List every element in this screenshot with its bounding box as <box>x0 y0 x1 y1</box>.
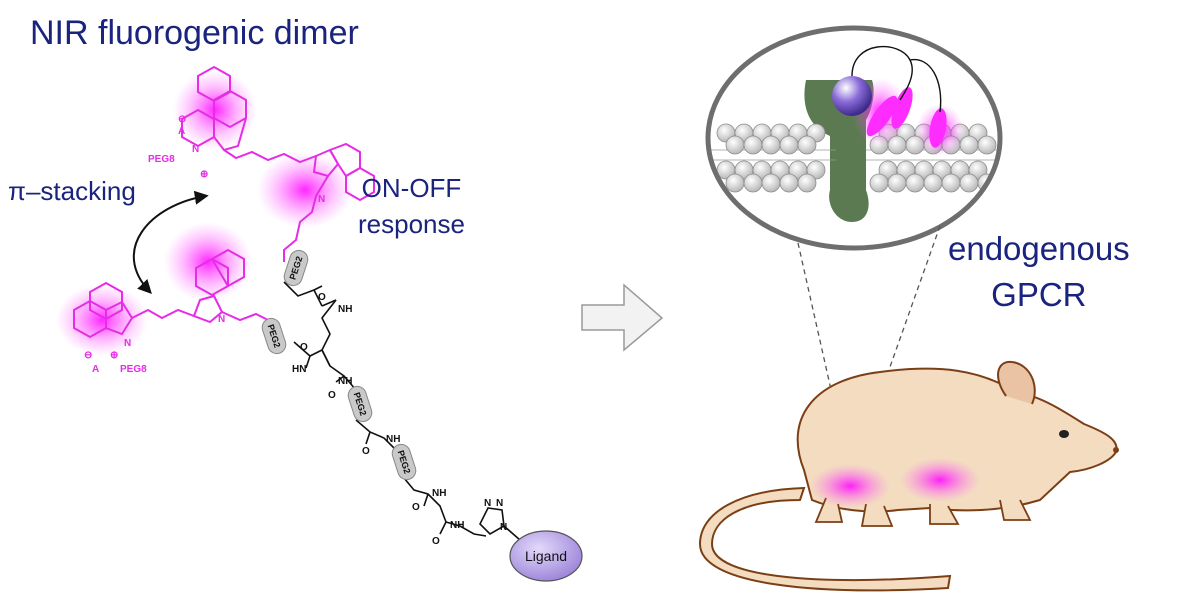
mouse-ear <box>997 360 1036 405</box>
top-dye: A ⊖ PEG8 ⊕ N N <box>148 65 375 262</box>
bottom-n2-label: N <box>218 314 225 325</box>
triazole-ring: N N N <box>479 498 521 541</box>
mouse <box>698 360 1119 592</box>
amide-nh-1: NH <box>338 304 352 315</box>
top-n-label: N <box>192 144 199 155</box>
amide-o-1: O <box>318 292 326 303</box>
mouse-signal-2 <box>900 458 980 502</box>
target-label-line-1: endogenous <box>948 230 1130 267</box>
zoom-dye-2 <box>891 87 913 129</box>
top-minus-sign: ⊖ <box>178 114 186 125</box>
top-n2-label: N <box>318 194 325 205</box>
diagram-title: NIR fluorogenic dimer <box>30 14 359 52</box>
mouse-foot-3 <box>929 504 960 525</box>
bottom-n-label: N <box>124 338 131 349</box>
amide-o-4: O <box>362 446 370 457</box>
zoom-dye-1 <box>866 95 898 137</box>
mouse-foot-4 <box>999 499 1032 521</box>
ligand: Ligand <box>509 530 583 582</box>
bottom-minus-sign: ⊖ <box>84 350 92 361</box>
bottom-counterion-label: A <box>92 364 99 375</box>
response-label-line-2: response <box>358 209 465 239</box>
top-counterion-label: A <box>178 126 185 137</box>
bottom-peg8-label: PEG8 <box>120 364 147 375</box>
magnifier-circle-icon <box>705 25 1003 251</box>
peg2-linker-1: PEG2 <box>283 249 309 287</box>
mouse-tail <box>698 486 952 592</box>
triazole-n-label-2: N <box>496 498 503 509</box>
top-dye-glow-right <box>257 152 353 228</box>
amide-nh-2: NH <box>338 376 352 387</box>
bottom-dye-glow-left <box>56 284 148 356</box>
target-label: endogenous GPCR <box>948 226 1130 318</box>
mouse-eye <box>1059 430 1069 438</box>
peg2-linker-4: PEG2 <box>391 443 417 481</box>
response-label-line-1: ON-OFF <box>361 173 462 203</box>
amide-o-6: O <box>432 536 440 547</box>
stacking-label: π–stacking <box>8 176 136 206</box>
double-headed-curved-arrow-icon <box>132 190 209 295</box>
amide-hn-1: HN <box>292 364 306 375</box>
amide-o-5: O <box>412 502 420 513</box>
bottom-plus-sign: ⊕ <box>110 350 118 361</box>
zoom-dye-3 <box>929 108 947 148</box>
linker-scaffold <box>283 281 487 537</box>
amide-nh-5: NH <box>450 520 464 531</box>
right-block-arrow-icon <box>581 283 664 352</box>
triazole-n-label-1: N <box>484 498 491 509</box>
bottom-dye: ⊖ A ⊕ N PEG8 N <box>56 222 273 375</box>
mouse-signal-1 <box>810 464 890 508</box>
ligand-label: Ligand <box>525 548 567 564</box>
mouse-foot-2 <box>860 503 894 527</box>
response-label: ON-OFF response <box>358 170 465 242</box>
amide-o-3: O <box>328 390 336 401</box>
amide-o-2: O <box>300 342 308 353</box>
amide-nh-3: NH <box>386 434 400 445</box>
target-label-line-2: GPCR <box>991 276 1087 313</box>
top-plus-sign: ⊕ <box>200 169 208 180</box>
zoom-line-left <box>797 242 851 475</box>
zoom-ligand-orb <box>832 76 872 116</box>
triazole-n-label-3: N <box>500 522 507 533</box>
amide-nh-4: NH <box>432 488 446 499</box>
top-peg8-label: PEG8 <box>148 154 175 165</box>
peg2-linker-2: PEG2 <box>261 317 287 355</box>
peg2-linker-3: PEG2 <box>347 385 373 423</box>
